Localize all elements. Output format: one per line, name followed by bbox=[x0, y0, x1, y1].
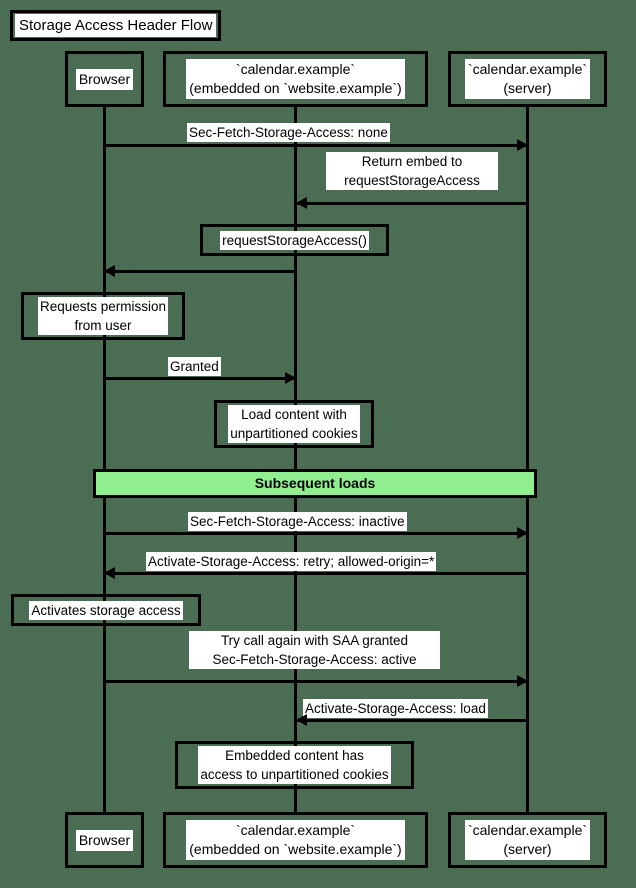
lifeline-server bbox=[526, 107, 529, 812]
note-text: requestStorageAccess() bbox=[220, 230, 369, 250]
lifeline-embed bbox=[294, 107, 297, 812]
participant-embed-bottom[interactable]: `calendar.example` (embedded on `website… bbox=[163, 812, 428, 868]
participant-server-top[interactable]: `calendar.example` (server) bbox=[448, 51, 607, 107]
arrow-head-m1 bbox=[517, 139, 528, 151]
message-line-m7 bbox=[104, 680, 528, 683]
arrow-head-m4 bbox=[285, 372, 296, 384]
participant-label: `calendar.example` (server) bbox=[464, 820, 591, 860]
note-requeststorageaccess: requestStorageAccess() bbox=[200, 224, 389, 256]
arrow-head-m6 bbox=[104, 567, 115, 579]
message-line-m3 bbox=[104, 270, 296, 273]
arrow-head-m5 bbox=[517, 527, 528, 539]
note-load-content: Load content with unpartitioned cookies bbox=[214, 400, 374, 448]
participant-label: Browser bbox=[75, 829, 134, 851]
participant-label: `calendar.example` (embedded on `website… bbox=[186, 820, 405, 860]
message-label-m1: Sec-Fetch-Storage-Access: none bbox=[187, 123, 390, 142]
message-line-m8 bbox=[296, 719, 528, 722]
message-line-m2 bbox=[296, 202, 528, 205]
message-label-m2: Return embed to requestStorageAccess bbox=[326, 152, 498, 190]
message-label-m6: Activate-Storage-Access: retry; allowed-… bbox=[146, 552, 437, 571]
note-activates-storage-access: Activates storage access bbox=[11, 594, 201, 626]
message-line-m1 bbox=[104, 144, 528, 147]
participant-browser-bottom[interactable]: Browser bbox=[65, 812, 144, 868]
arrow-head-m7 bbox=[517, 675, 528, 687]
arrow-head-m2 bbox=[296, 197, 307, 209]
arrow-head-m8 bbox=[296, 714, 307, 726]
arrow-head-m3 bbox=[104, 265, 115, 277]
message-label-m7: Try call again with SAA granted Sec-Fetc… bbox=[189, 631, 440, 669]
note-embedded-content-access: Embedded content has access to unpartiti… bbox=[175, 741, 414, 789]
note-text: Activates storage access bbox=[29, 600, 183, 620]
participant-embed-top[interactable]: `calendar.example` (embedded on `website… bbox=[163, 51, 428, 107]
message-label-m4: Granted bbox=[168, 357, 221, 376]
divider-label: Subsequent loads bbox=[254, 475, 376, 491]
page-title: Storage Access Header Flow bbox=[15, 14, 217, 37]
participant-browser-top[interactable]: Browser bbox=[65, 51, 144, 107]
participant-label: `calendar.example` (embedded on `website… bbox=[186, 59, 405, 99]
diagram-title-frame: Storage Access Header Flow bbox=[10, 10, 222, 41]
lifeline-browser bbox=[103, 107, 106, 812]
message-label-m5: Sec-Fetch-Storage-Access: inactive bbox=[188, 512, 407, 531]
participant-label: Browser bbox=[75, 68, 134, 90]
message-line-m6 bbox=[104, 572, 528, 575]
note-text: Embedded content has access to unpartiti… bbox=[198, 746, 391, 784]
note-text: Requests permission from user bbox=[37, 297, 169, 335]
participant-server-bottom[interactable]: `calendar.example` (server) bbox=[448, 812, 607, 868]
message-line-m5 bbox=[104, 532, 528, 535]
message-label-m8: Activate-Storage-Access: load bbox=[303, 699, 488, 718]
note-text: Load content with unpartitioned cookies bbox=[228, 405, 360, 443]
divider-subsequent-loads: Subsequent loads bbox=[93, 469, 537, 498]
note-requests-permission: Requests permission from user bbox=[21, 292, 185, 340]
message-line-m4 bbox=[104, 377, 296, 380]
participant-label: `calendar.example` (server) bbox=[464, 59, 591, 99]
